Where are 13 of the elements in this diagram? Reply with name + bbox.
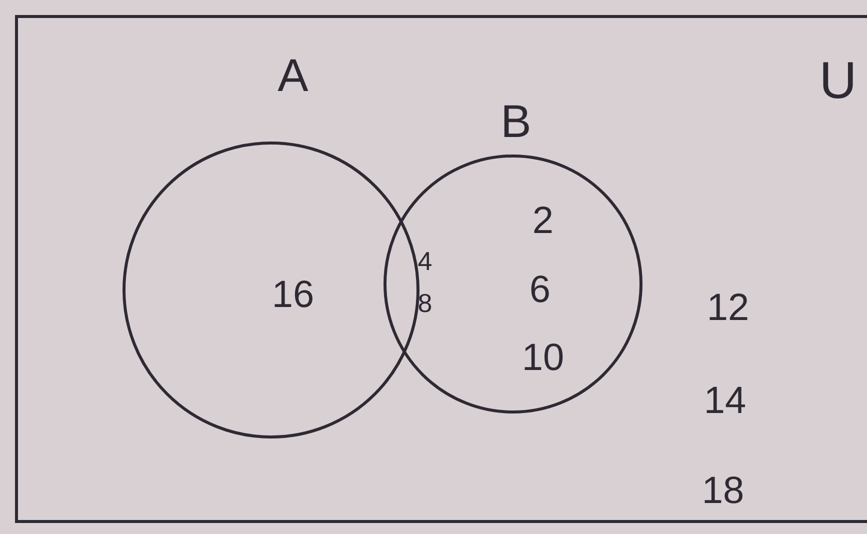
element-number: 4 xyxy=(418,248,432,274)
element-number: 2 xyxy=(532,202,554,240)
element-number: 10 xyxy=(522,339,564,377)
element-number: 14 xyxy=(704,382,746,420)
set-label: A xyxy=(278,52,308,98)
set-label: B xyxy=(500,98,532,144)
universe-rectangle xyxy=(15,15,867,523)
element-number: 6 xyxy=(529,271,551,309)
element-number: 16 xyxy=(272,276,314,314)
element-number: 12 xyxy=(706,289,750,327)
element-number: 8 xyxy=(418,290,432,316)
set-label: U xyxy=(819,55,857,107)
element-number: 18 xyxy=(702,472,744,510)
